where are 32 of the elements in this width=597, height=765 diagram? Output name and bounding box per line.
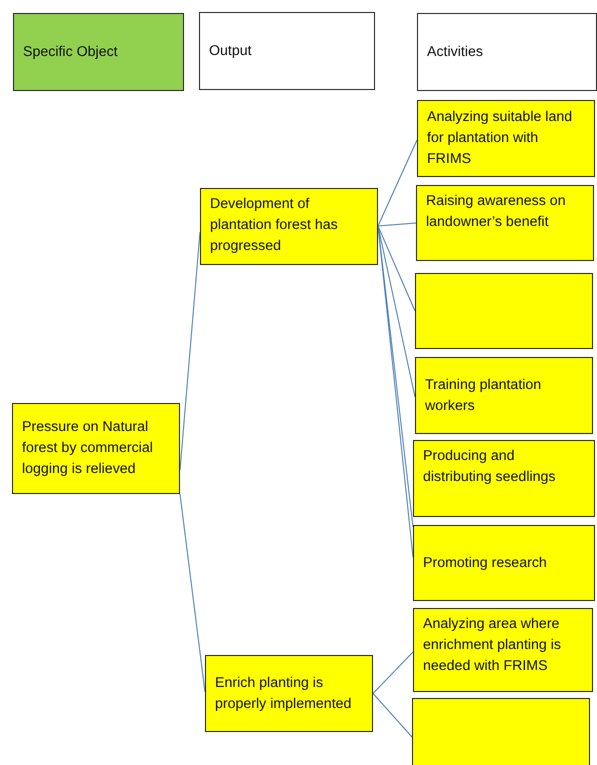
box-text: Output: [209, 42, 252, 60]
connector-line: [378, 226, 416, 312]
empty-box: [412, 698, 590, 765]
activity-box: [12, 403, 180, 494]
box-text: Enrich planting is properly implemented: [215, 674, 352, 714]
box-text: Analyzing area where enrichment planting is needed with FRIMS: [423, 615, 562, 676]
activity-box: [413, 525, 595, 601]
connector-line: [378, 222, 416, 226]
box-text: Development of plantation forest has progressed: [210, 195, 339, 256]
box-text: Pressure on Natural forest by commercial logging is relieved: [22, 418, 154, 479]
connector-line: [372, 693, 412, 738]
box-text: Training plantation workers: [425, 376, 542, 416]
box-text: Specific Object: [23, 42, 118, 62]
column-header-box: [13, 13, 184, 91]
connector-line: [378, 140, 418, 226]
column-header-box: [199, 12, 375, 90]
empty-box: [415, 273, 593, 349]
connector-line: [180, 494, 206, 692]
connector-line: [372, 652, 414, 694]
activity-box: [413, 440, 595, 517]
activity-box: [415, 357, 593, 434]
box-text: Promoting research: [423, 554, 547, 572]
activity-box: [200, 188, 378, 265]
column-header-box: [417, 13, 597, 91]
box-text: Activities: [427, 42, 483, 62]
activity-box: [417, 100, 595, 177]
activity-box: [413, 608, 593, 692]
box-text: Producing and distributing seedlings: [423, 447, 556, 487]
box-text: Analyzing suitable land for plantation with FRIMS: [427, 108, 574, 169]
activity-box: [205, 655, 373, 732]
activity-box: [416, 185, 594, 261]
box-text: Raising awareness on landowner’s benefit: [426, 192, 567, 232]
